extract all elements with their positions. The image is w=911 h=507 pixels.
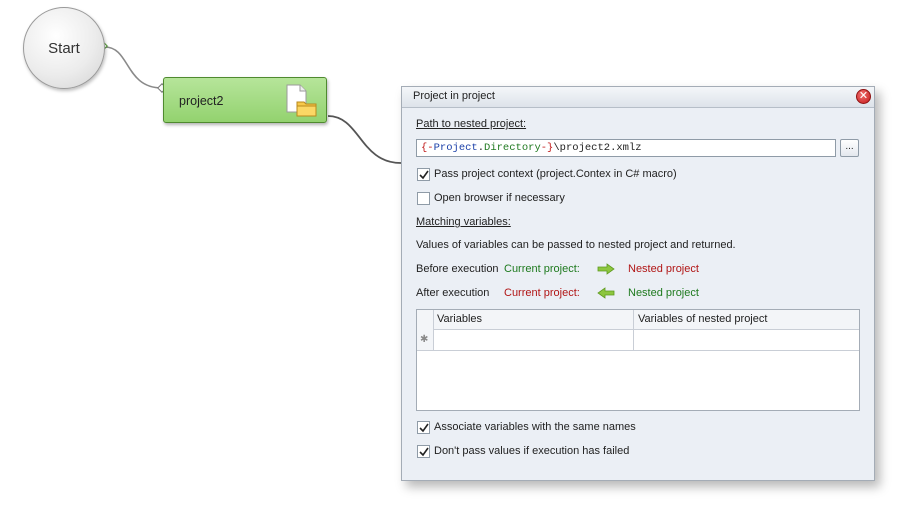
grid-row-divider — [417, 350, 859, 351]
before-nested-project: Nested project — [628, 263, 699, 275]
before-current-project: Current project: — [504, 263, 580, 275]
associate-label: Associate variables with the same names — [434, 421, 636, 433]
project-node[interactable]: project2 — [163, 77, 327, 123]
browse-button[interactable]: ... — [840, 139, 859, 157]
open-browser-label: Open browser if necessary — [434, 192, 565, 204]
dont-pass-checkbox[interactable] — [417, 445, 430, 458]
project-to-dialog-connector — [327, 115, 402, 164]
dialog-titlebar[interactable]: Project in project ✕ — [402, 87, 874, 108]
grid-header-nested-variables[interactable]: Variables of nested project — [638, 313, 768, 325]
path-macro-open: {- — [421, 142, 434, 154]
dialog-title: Project in project — [413, 90, 495, 102]
path-label: Path to nested project: — [416, 118, 527, 130]
checkmark-icon — [419, 423, 429, 433]
pass-context-label: Pass project context (project.Contex in … — [434, 168, 677, 180]
start-node[interactable]: Start — [23, 7, 105, 89]
close-icon[interactable]: ✕ — [856, 89, 871, 104]
variables-grid[interactable]: Variables Variables of nested project ✱ — [416, 309, 860, 411]
grid-header — [417, 310, 859, 330]
grid-cell-variable[interactable] — [434, 330, 633, 350]
matching-variables-label: Matching variables: — [416, 216, 511, 228]
after-current-project: Current project: — [504, 287, 580, 299]
path-macro-directory: Directory — [484, 142, 541, 154]
info-text: Values of variables can be passed to nes… — [416, 239, 736, 251]
pass-context-checkbox[interactable] — [417, 168, 430, 181]
grid-row-selector-column — [417, 310, 434, 350]
document-folder-icon — [285, 84, 317, 120]
start-node-label: Start — [48, 39, 80, 57]
associate-checkbox[interactable] — [417, 421, 430, 434]
grid-header-variables[interactable]: Variables — [437, 313, 483, 325]
after-nested-project: Nested project — [628, 287, 699, 299]
path-macro-close: -} — [540, 142, 554, 154]
project-node-label: project2 — [179, 94, 224, 108]
path-suffix: \project2.xmlz — [553, 142, 642, 154]
path-macro-dot: . — [477, 142, 485, 154]
grid-column-divider — [633, 310, 634, 350]
checkmark-icon — [419, 170, 429, 180]
before-execution-label: Before execution — [416, 263, 499, 275]
open-browser-checkbox[interactable] — [417, 192, 430, 205]
arrow-right-icon — [597, 263, 615, 278]
start-to-project-connector — [104, 46, 163, 89]
path-input[interactable]: {-Project.Directory-}\project2.xmlz — [416, 139, 836, 157]
arrow-left-icon — [597, 287, 615, 302]
grid-cell-nested-variable[interactable] — [634, 330, 859, 350]
dont-pass-label: Don't pass values if execution has faile… — [434, 445, 630, 457]
checkmark-icon — [419, 447, 429, 457]
project-in-project-dialog: Project in project ✕ Path to nested proj… — [401, 86, 875, 481]
new-row-icon: ✱ — [420, 334, 429, 345]
after-execution-label: After execution — [416, 287, 490, 299]
path-macro-project: Project — [433, 142, 478, 154]
